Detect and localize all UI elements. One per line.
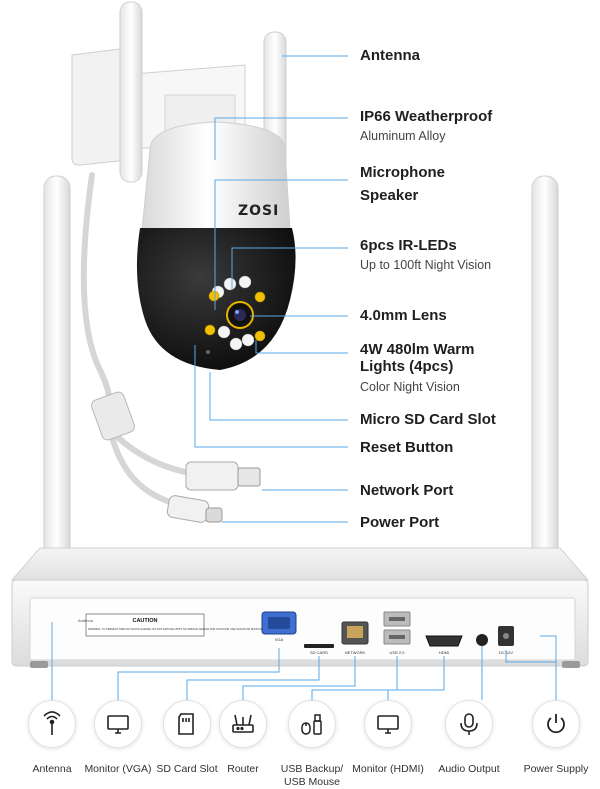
monitor-vga-icon [94,700,142,748]
callout-title: Reset Button [360,439,454,456]
svg-text:Antenna: Antenna [78,618,94,623]
icon-item-sd-card: SD Card Slot [151,700,223,776]
warm-light-array [204,290,266,342]
antenna-icon [28,700,76,748]
callout-lines [194,55,348,523]
vga-port[interactable] [261,611,297,635]
dc-power-port[interactable] [498,626,514,646]
svg-text:HDMI: HDMI [439,650,449,655]
callout-subtitle: Color Night Vision [360,379,460,394]
svg-text:CAUTION: CAUTION [132,618,157,624]
usb-mouse-icon [288,700,336,748]
svg-text:USB 2.0: USB 2.0 [390,650,406,655]
camera-dome [136,228,296,370]
hdmi-port[interactable] [425,635,463,647]
icon-label: SD Card Slot [156,763,218,775]
callout-warm-lights: 4W 480lm Warm Lights (4pcs) Color Night … [360,341,475,394]
caution-label [85,613,205,637]
svg-text:SD CARD: SD CARD [310,650,328,655]
callout-title: Lights (4pcs) [360,358,454,376]
callout-title: 4.0mm Lens [360,307,447,324]
callout-title: Power Port [360,514,440,531]
icon-item-audio: Audio Output [433,700,505,776]
callout-title: Network Port [360,482,454,499]
camera-brand-logo: ZOSI [238,203,279,219]
port-leader-lines [51,622,557,700]
icon-label: USB Backup/ USB Mouse [280,763,344,789]
callout-reset: Reset Button [360,439,453,456]
callout-subtitle: Aluminum Alloy [360,129,446,144]
ir-led-array [211,275,255,351]
callout-title: IP66 Weatherproof [360,108,493,125]
camera-body: ZOSI [141,121,291,231]
callout-title: 6pcs IR-LEDs [360,237,457,254]
icon-item-antenna: Antenna [16,700,88,776]
power-connector [166,495,223,523]
icon-item-monitor-vga: Monitor (VGA) [82,700,154,776]
callout-network-port: Network Port [360,482,453,499]
callout-title: Micro SD Card Slot [360,411,496,428]
callout-ir-leds: 6pcs IR-LEDs Up to 100ft Night Vision [360,237,491,273]
router-icon [219,700,267,748]
sd-card-icon [163,700,211,748]
svg-text:WARNING: TO PREVENT FIRE OR SH: WARNING: TO PREVENT FIRE OR SHOCK HAZARD… [88,627,266,631]
icon-label: Router [227,763,259,775]
usb-ports[interactable] [383,611,411,645]
camera-lens [226,301,254,329]
callout-sd-slot: Micro SD Card Slot [360,411,496,428]
reset-button-hole [206,350,210,354]
audio-port[interactable] [476,634,488,646]
callout-weatherproof: IP66 Weatherproof Aluminum Alloy [360,108,492,144]
icon-label: Audio Output [438,763,500,775]
icon-label: Monitor (VGA) [84,763,152,775]
svg-text:NETWORK: NETWORK [345,650,366,655]
callout-power-port: Power Port [360,514,439,531]
camera-antenna-left [119,1,143,183]
power-icon [532,700,580,748]
callout-title: Microphone [360,164,445,181]
callout-subtitle: Up to 100ft Night Vision [360,258,492,273]
icon-item-usb-mouse: USB Backup/ USB Mouse [276,700,348,789]
monitor-hdmi-icon [364,700,412,748]
callout-microphone-speaker: Microphone Speaker [360,164,445,205]
sd-card-port[interactable] [304,644,334,648]
callout-lens: 4.0mm Lens [360,307,447,324]
icon-item-monitor-hdmi: Monitor (HDMI) [352,700,424,776]
icon-item-power: Power Supply [520,700,592,776]
callout-title: Antenna [360,47,420,64]
svg-text:VGA: VGA [275,637,284,642]
microphone-icon [445,700,493,748]
icon-label: Power Supply [523,763,589,775]
icon-label: Antenna [32,763,72,775]
callout-title: Speaker [360,187,419,205]
icon-item-router: Router [207,700,279,776]
callout-title: 4W 480lm Warm [360,341,475,358]
network-port[interactable] [341,621,369,645]
icon-label: Monitor (HDMI) [352,763,424,775]
nvr-recorder: CAUTION WARNING: TO PREVENT FIRE OR SHOC… [10,547,590,668]
callout-antenna: Antenna [360,47,420,64]
network-connector [91,391,261,491]
